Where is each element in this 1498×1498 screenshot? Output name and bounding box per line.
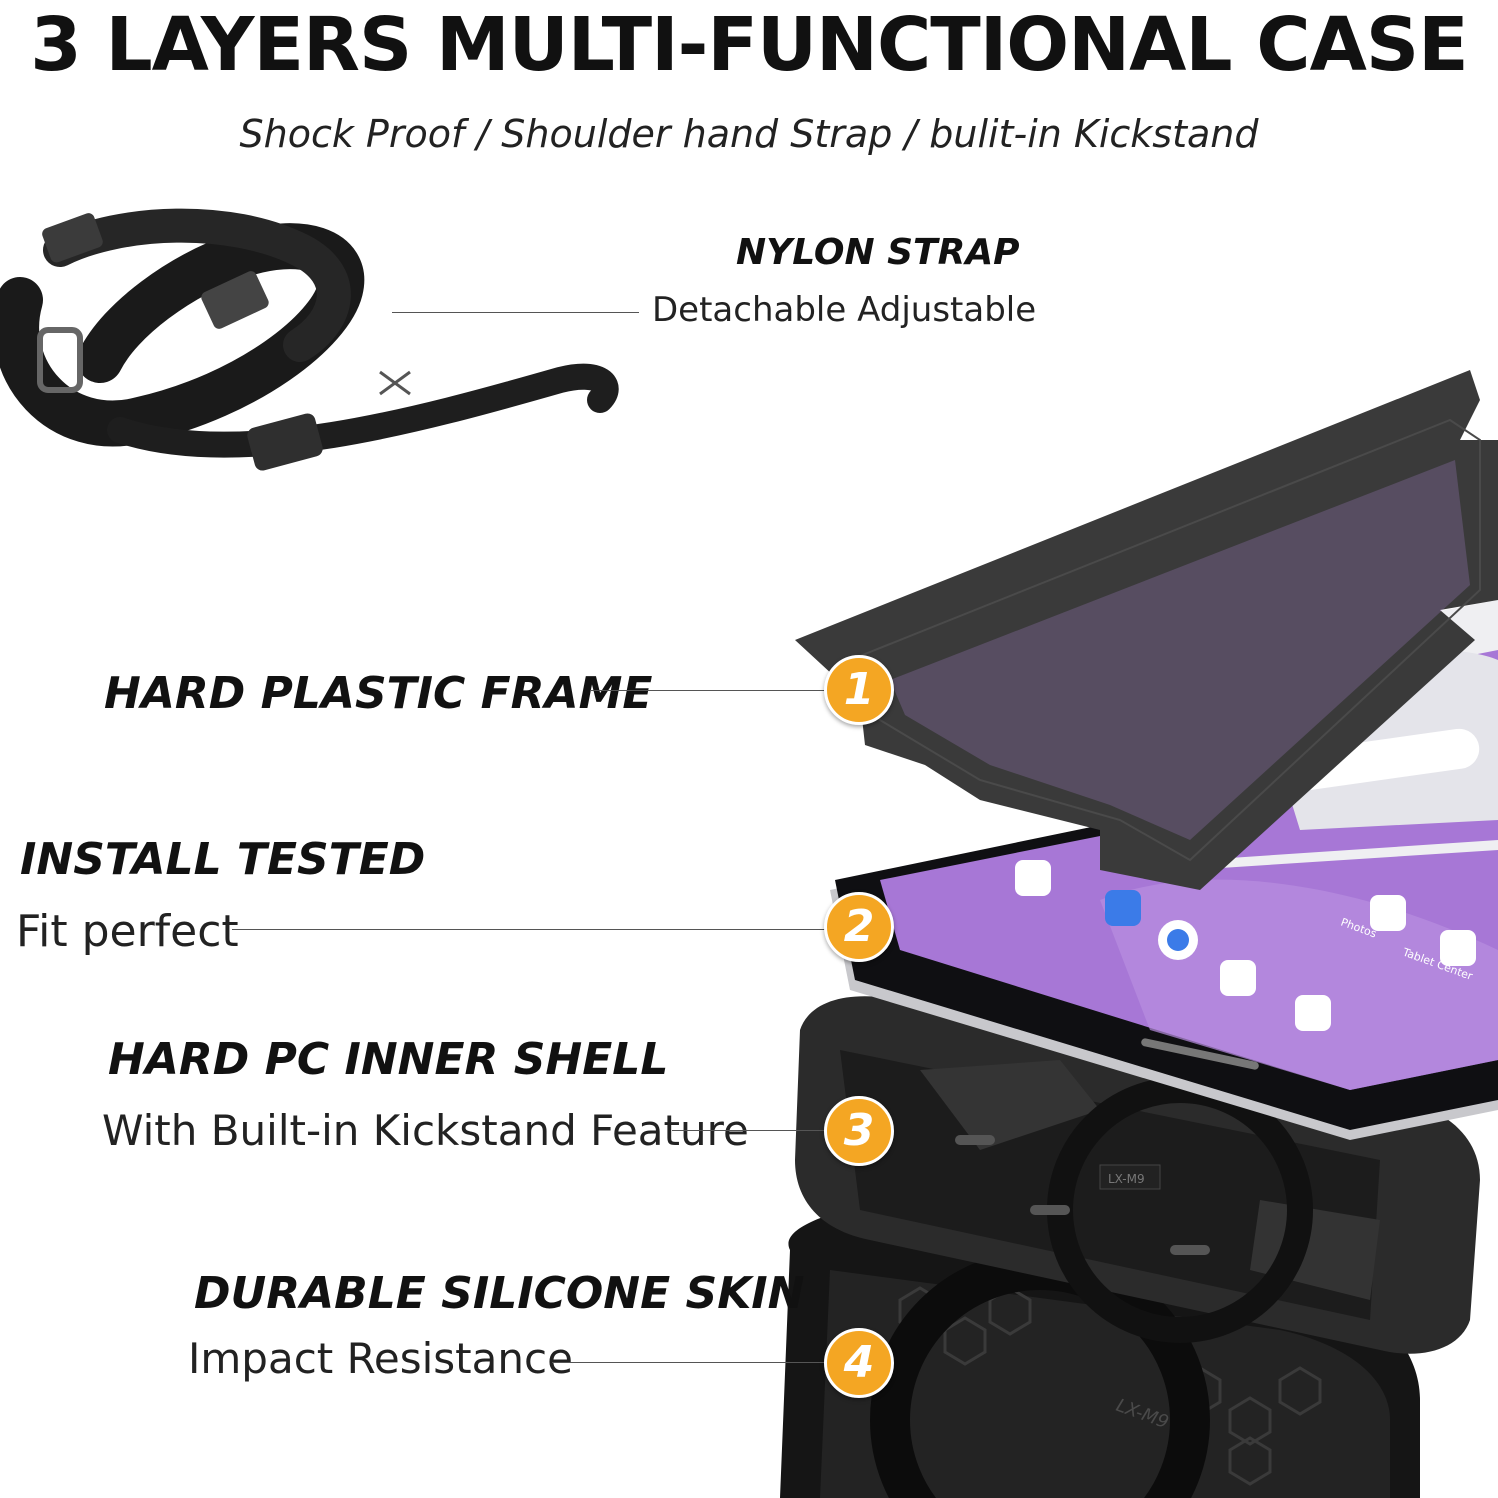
layer-2-heading: INSTALL TESTED	[20, 834, 426, 885]
page-title: 3 LAYERS MULTI-FUNCTIONAL CASE	[30, 2, 1468, 88]
layer-3-heading: HARD PC INNER SHELL	[108, 1034, 669, 1085]
layer-4-callout-line	[552, 1362, 826, 1363]
layer-2-badge: 2	[824, 892, 894, 962]
layer-3-subheading: With Built-in Kickstand Feature	[102, 1106, 749, 1155]
case-marking-3: LX-M9	[1108, 1172, 1145, 1186]
layer-4-badge: 4	[824, 1328, 894, 1398]
layer-3-callout-line	[672, 1130, 826, 1131]
layer-2-callout-line	[232, 929, 826, 930]
layer-4-heading: DURABLE SILICONE SKIN	[194, 1268, 805, 1319]
strap-subheading: Detachable Adjustable	[652, 290, 1037, 330]
layer-2-subheading: Fit perfect	[16, 906, 239, 957]
layer-1-badge: 1	[824, 655, 894, 725]
hard-plastic-frame-image	[795, 370, 1498, 890]
page-subtitle: Shock Proof / Shoulder hand Strap / buli…	[239, 112, 1259, 156]
tablet-image: Photos Tablet Center	[830, 790, 1498, 1140]
pc-inner-shell-image: LX-M9	[795, 996, 1480, 1354]
nylon-strap-image	[0, 208, 619, 471]
strap-heading: NYLON STRAP	[736, 232, 1020, 273]
strap-callout-line	[392, 312, 639, 313]
layer-1-heading: HARD PLASTIC FRAME	[104, 668, 653, 719]
layer-3-badge: 3	[824, 1096, 894, 1166]
layer-1-callout-line	[590, 690, 826, 691]
layer-4-subheading: Impact Resistance	[188, 1334, 573, 1383]
